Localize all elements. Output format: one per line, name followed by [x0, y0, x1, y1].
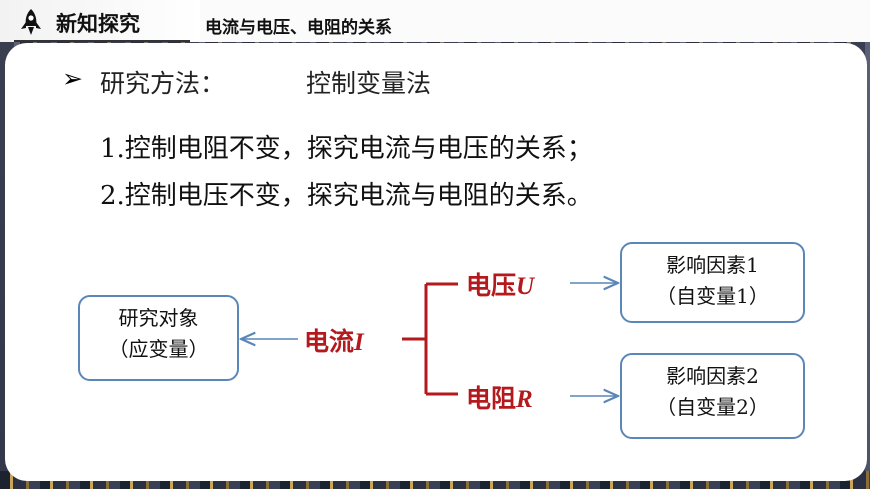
object-box: 研究对象 （应变量）: [78, 295, 239, 381]
factor2-line1: 影响因素2: [666, 364, 759, 388]
object-box-line1: 研究对象: [118, 306, 199, 330]
object-box-line2: （应变量）: [108, 337, 209, 361]
method-value: 控制变量法: [306, 69, 432, 98]
rocket-icon: [21, 9, 41, 35]
factor1-box: 影响因素1 （自变量1）: [620, 242, 805, 323]
section-title: 新知探究: [56, 12, 140, 36]
factor1-line1: 影响因素1: [666, 253, 759, 277]
title-underline: [14, 40, 190, 42]
title-left-block: 新知探究: [0, 0, 200, 42]
voltage-label: 电压U: [466, 271, 535, 300]
method-label: 研究方法：: [100, 69, 226, 98]
lesson-title: 电流与电压、电阻的关系: [205, 18, 392, 38]
resistance-symbol: R: [516, 386, 533, 413]
current-symbol: I: [354, 329, 364, 356]
resistance-label: 电阻R: [466, 384, 533, 413]
factor2-line2: （自变量2）: [656, 395, 769, 419]
factor2-box: 影响因素2 （自变量2）: [620, 353, 805, 439]
list-item: 2.控制电压不变，探究电流与电阻的关系。: [100, 181, 593, 211]
factor1-line2: （自变量1）: [656, 284, 769, 308]
bullet-arrow-icon: ➢: [62, 64, 83, 93]
list-item: 1.控制电阻不变，探究电流与电压的关系；: [100, 134, 593, 164]
current-label: 电流I: [304, 327, 364, 356]
voltage-symbol: U: [516, 273, 535, 300]
